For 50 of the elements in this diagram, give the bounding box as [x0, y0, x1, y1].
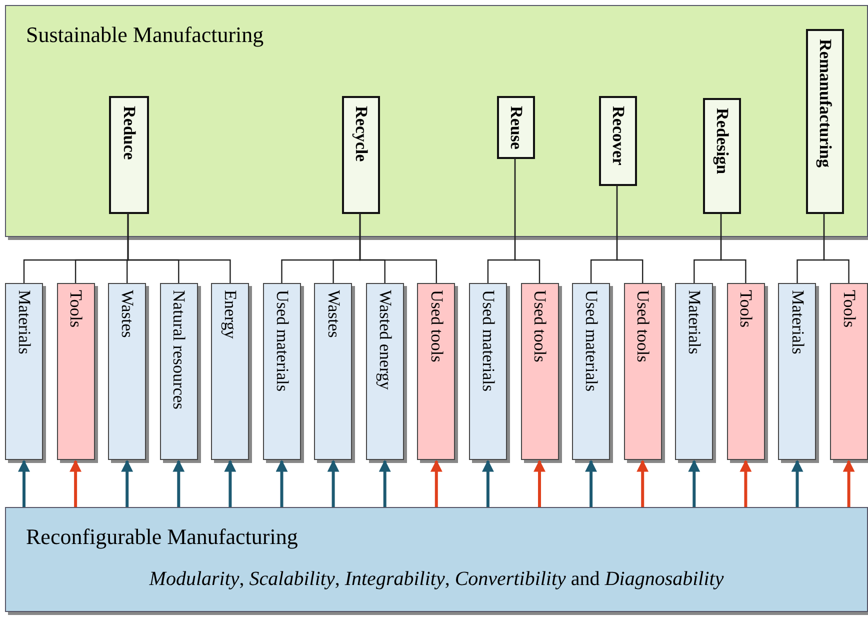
arrow: [327, 460, 340, 507]
arrow: [70, 460, 82, 507]
connector-line: [616, 185, 644, 283]
resource-box: Tools: [56, 283, 95, 460]
attribute-list: Modularity, Scalability, Integrability, Convertibility and Diagnosability: [6, 568, 867, 591]
resource-box: Used materials: [572, 283, 610, 460]
arrow: [172, 460, 185, 507]
arrow: [688, 460, 700, 507]
group-title: Sustainable Manufacturing: [26, 22, 264, 48]
arrow: [842, 460, 855, 507]
resource-box: Used tools: [417, 283, 456, 460]
resource-box: Materials: [5, 283, 43, 460]
connector-line: [127, 213, 231, 283]
resource-box: Materials: [675, 283, 714, 460]
arrow: [791, 460, 804, 507]
arrow: [378, 460, 391, 507]
strategy-box: Reuse: [497, 96, 535, 159]
arrow: [636, 460, 649, 507]
arrow: [585, 460, 598, 507]
resource-box: Energy: [211, 283, 250, 460]
strategy-box: Remanufacturing: [806, 29, 844, 214]
resource-box: Wastes: [108, 283, 146, 460]
group-panel: [5, 5, 868, 237]
connector-line: [720, 213, 746, 283]
arrow: [276, 460, 288, 507]
connector-line: [359, 213, 437, 283]
resource-box: Tools: [726, 283, 765, 460]
connector-line: [514, 158, 540, 283]
arrow: [121, 460, 134, 507]
resource-box: Tools: [830, 283, 868, 460]
strategy-box: Recover: [599, 96, 637, 186]
arrow: [224, 460, 236, 507]
resource-box: Wastes: [314, 283, 352, 460]
base-panel: [5, 507, 868, 612]
resource-box: Used materials: [262, 283, 301, 460]
arrow: [430, 460, 442, 507]
panel-title: Reconfigurable Manufacturing: [26, 524, 298, 550]
strategy-box: Reduce: [109, 96, 149, 214]
resource-box: Natural resources: [160, 283, 198, 460]
resource-box: Wasted energy: [366, 283, 404, 460]
resource-box: Materials: [778, 283, 816, 460]
arrow: [482, 460, 494, 507]
arrow: [740, 460, 752, 507]
resource-box: Used tools: [624, 283, 662, 460]
arrow: [534, 460, 546, 507]
arrow: [18, 460, 30, 507]
strategy-box: Redesign: [703, 98, 741, 214]
connector-line: [823, 213, 850, 283]
resource-box: Used materials: [468, 283, 507, 460]
strategy-box: Recycle: [342, 96, 380, 214]
